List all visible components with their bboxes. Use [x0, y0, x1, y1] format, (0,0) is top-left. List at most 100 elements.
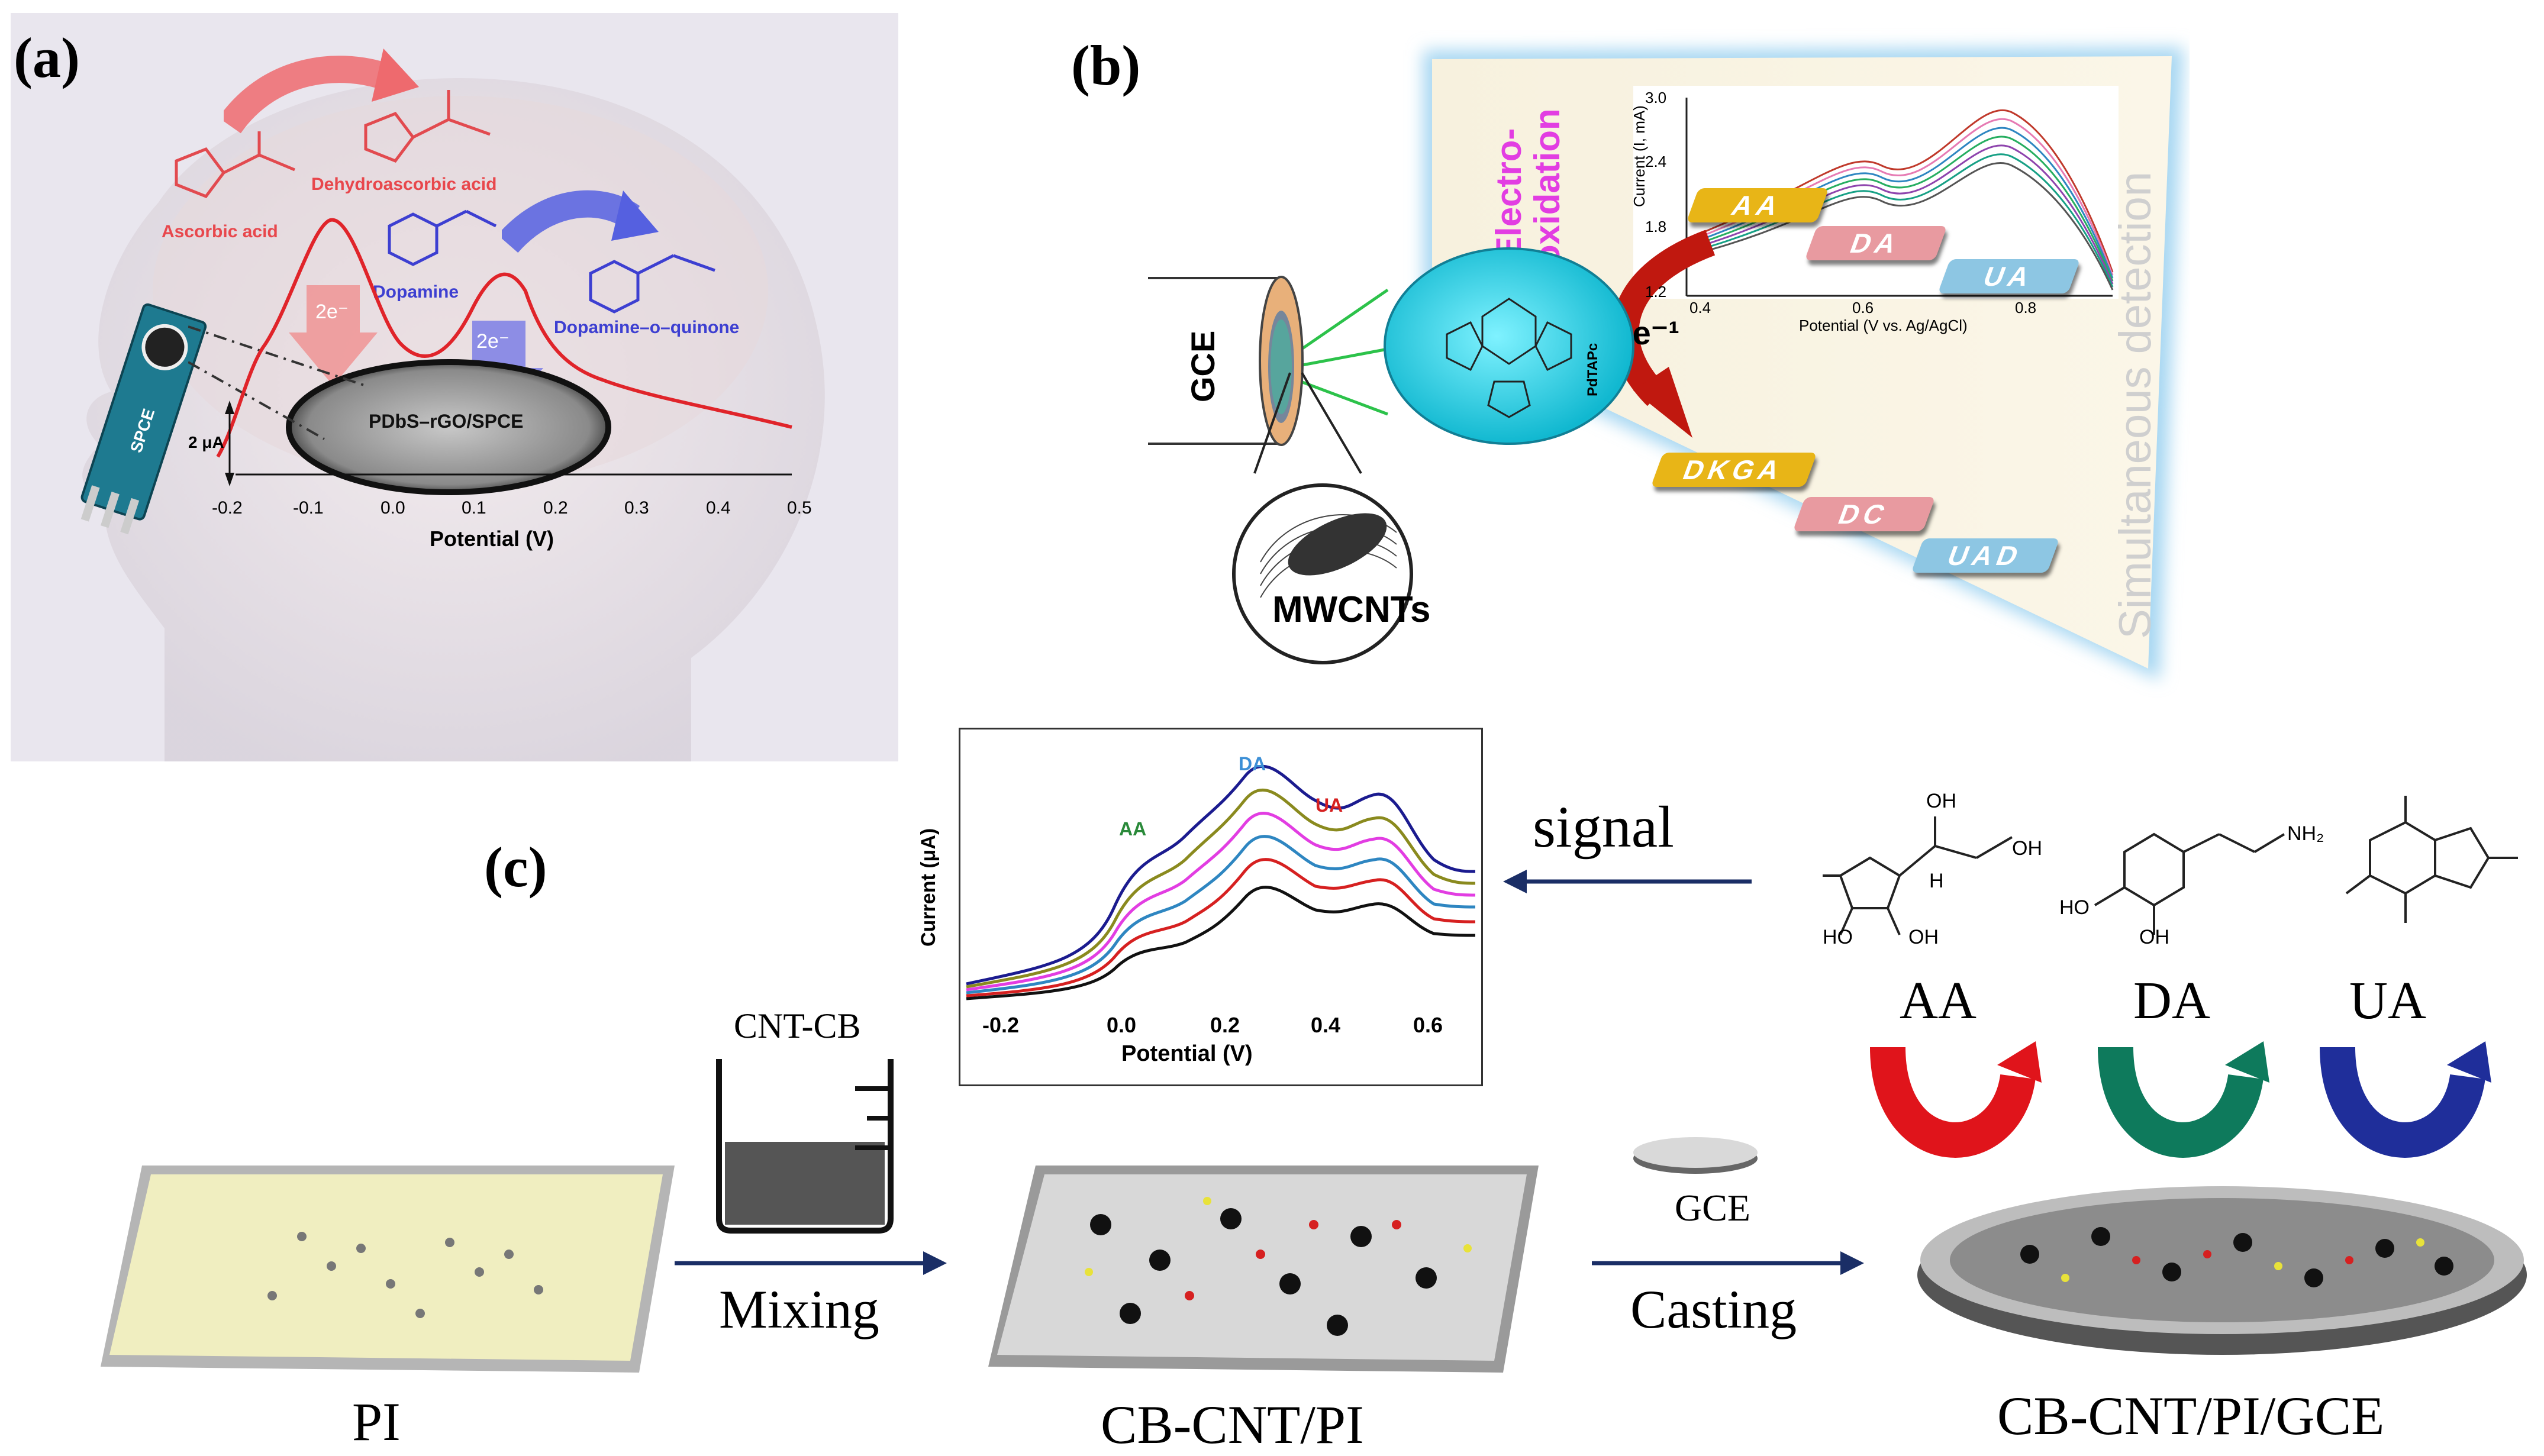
struct-label-oh1: OH [1926, 790, 1956, 812]
casting-arrow-icon [1592, 1251, 1864, 1275]
x-tick: -0.1 [293, 498, 324, 518]
cb-cnt-pi-gce-label: CB-CNT/PI/GCE [1997, 1386, 2385, 1446]
x-tick: 0.5 [787, 498, 812, 518]
x-tick: 0.2 [543, 498, 568, 518]
cb-cnt-pi-gce-icon [1917, 1186, 2527, 1355]
inset-x-tick: 0.4 [1689, 299, 1711, 317]
inset-ylabel-c: Current (μA) [917, 828, 940, 947]
aa-structure-icon [1823, 816, 2013, 935]
electron-label-1: 2e⁻ [315, 301, 349, 323]
gce-electrode-icon [1148, 276, 1304, 446]
catalyst-label: PdTAPc [1585, 343, 1601, 396]
scale-bar-label: 2 μA [188, 433, 224, 451]
cb-cnt-pi-tray-icon [988, 1166, 1539, 1373]
inset-x-tick: -0.2 [982, 1013, 1020, 1037]
inset-y-tick: 3.0 [1645, 89, 1667, 106]
signal-arrow-icon [1503, 870, 1752, 893]
analyte-label-aa: AA [1900, 971, 1976, 1030]
electrode-label: PDbS–rGO/SPCE [369, 411, 524, 432]
panel-a: (a) Ascorbic acid Dehydroascorbic acid D… [11, 13, 898, 761]
inset-x-tick: 0.6 [1413, 1013, 1443, 1037]
x-tick: 0.1 [462, 498, 486, 518]
da-structure-icon [2094, 832, 2285, 935]
mixing-arrow-icon [675, 1251, 947, 1275]
cnt-cb-label: CNT-CB [734, 1006, 861, 1045]
struct-label-oh3: OH [1908, 926, 1939, 948]
mixing-label: Mixing [719, 1279, 879, 1339]
x-tick: 0.0 [381, 498, 405, 518]
struct-label-h: H [1929, 870, 1944, 892]
signal-label: signal [1533, 794, 1674, 860]
peak-label-da: DA [1239, 753, 1266, 774]
casting-label: Casting [1630, 1279, 1797, 1339]
dehydroascorbic-acid-structure-icon [364, 90, 491, 163]
inset-y-tick: 1.8 [1645, 218, 1667, 235]
cv-plot-c [966, 765, 1476, 1000]
inset-x-tick: 0.0 [1107, 1013, 1137, 1037]
x-tick: 0.4 [706, 498, 731, 518]
inset-x-tick: 0.8 [2015, 299, 2037, 317]
electron-transfer-arrow-1-icon [289, 285, 378, 386]
analyte-tag-ua: UA [1937, 259, 2081, 293]
detection-panel-background [1292, 47, 2184, 680]
analyte-tag-da: DA [1804, 226, 1948, 260]
inset-y-tick: 1.2 [1645, 283, 1667, 301]
analyte-tag-aa: AA [1686, 188, 1829, 222]
ascorbic-acid-structure-icon [175, 131, 295, 199]
dehydroascorbic-acid-label: Dehydroascorbic acid [311, 175, 497, 194]
inset-x-tick: 0.4 [1311, 1013, 1341, 1037]
product-tag-dkga: DKGA [1650, 453, 1817, 487]
inset-xlabel-b: Potential (V vs. Ag/AgCl) [1799, 317, 1968, 334]
struct-label-ho2: HO [2059, 896, 2090, 919]
product-tag-dc: DC [1792, 497, 1936, 531]
dopamine-quinone-structure-icon [589, 254, 715, 314]
inset-xlabel-c: Potential (V) [1121, 1041, 1253, 1066]
electrode-surface-icon [286, 359, 611, 495]
mwcnt-label: MWCNTs [1272, 589, 1431, 630]
pi-label: PI [352, 1392, 401, 1452]
ua-reaction-arrow-icon [2320, 1041, 2491, 1158]
product-tag-uad: UAD [1911, 538, 2060, 573]
red-reaction-arrow-icon [224, 49, 419, 134]
pdtapc-molecule-icon [1384, 247, 1634, 445]
dopamine-quinone-label: Dopamine–o–quinone [554, 318, 740, 337]
struct-label-ho1: HO [1823, 926, 1853, 948]
ua-structure-icon [2345, 796, 2518, 923]
aa-reaction-arrow-icon [1870, 1041, 2042, 1158]
x-tick: 0.3 [624, 498, 649, 518]
dashed-connector-lines [188, 325, 366, 440]
cv-inset-c: AA DA UA [959, 728, 1483, 1086]
process-label-1: Electro- [1489, 128, 1529, 260]
gce-label: GCE [1184, 330, 1221, 402]
beaker-icon [716, 1059, 894, 1234]
panel-a-label: (a) [14, 26, 80, 89]
blue-reaction-arrow-icon [502, 190, 659, 253]
spce-sensor-icon [80, 303, 207, 535]
x-axis-ticks-a: -0.2 -0.1 0.0 0.1 0.2 0.3 0.4 0.5 [212, 498, 827, 522]
peak-label-ua: UA [1315, 795, 1343, 816]
cv-plot-a [216, 218, 792, 486]
cb-cnt-pi-label: CB-CNT/PI [1101, 1394, 1364, 1455]
struct-label-oh2: OH [2012, 837, 2042, 860]
panel-c: (c) AA DA UA Current (μA) -0.2 0.0 0.2 0… [0, 728, 2544, 1455]
inset-y-tick: 2.4 [1645, 153, 1667, 170]
dopamine-structure-icon [388, 209, 497, 266]
dopamine-label: Dopamine [373, 282, 459, 302]
struct-label-oh4: OH [2139, 926, 2169, 948]
inset-x-tick: 0.6 [1852, 299, 1874, 317]
pi-tray-icon [101, 1166, 675, 1373]
x-tick: -0.2 [212, 498, 243, 518]
struct-label-nh2: NH₂ [2287, 822, 2324, 845]
analyte-label-ua: UA [2349, 971, 2426, 1030]
x-axis-label-a: Potential (V) [430, 527, 554, 551]
gce-disc-icon [1633, 1137, 1758, 1174]
da-reaction-arrow-icon [2098, 1041, 2269, 1158]
panel-b: (b) Current (I, mA) 3.0 2 [923, 12, 2190, 745]
process-label-2: oxidation [1527, 108, 1567, 266]
mwcnt-inset-icon [1232, 372, 1413, 664]
peak-label-aa: AA [1119, 818, 1147, 840]
cv-curve-a [216, 218, 792, 458]
gce-label-c: GCE [1675, 1187, 1750, 1229]
panel-c-label: (c) [484, 835, 547, 899]
side-text: Simultaneous detection [2110, 171, 2161, 639]
